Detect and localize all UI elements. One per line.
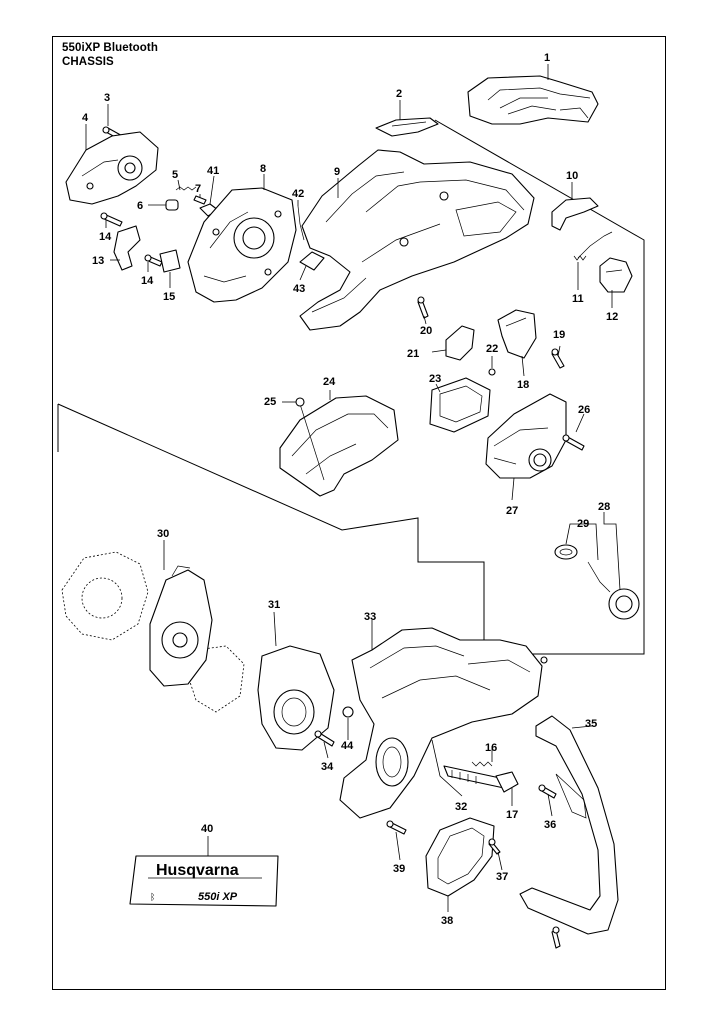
callout-9: 9 bbox=[334, 166, 340, 178]
callout-1: 1 bbox=[544, 52, 550, 64]
callout-20: 20 bbox=[420, 325, 432, 337]
part-11-spring-wire bbox=[573, 231, 613, 261]
decal-model: 550i XP bbox=[198, 891, 238, 903]
part-8-crankcase bbox=[187, 187, 297, 303]
callout-33: 33 bbox=[364, 611, 376, 623]
part-35-handlebar bbox=[519, 715, 619, 935]
part-40-decal: Husqvarna 550i XP ᛒ bbox=[129, 855, 279, 907]
part-33-lower-housing bbox=[339, 627, 548, 819]
callout-28: 28 bbox=[598, 501, 610, 513]
part-38-grille bbox=[425, 817, 495, 897]
callout-41: 41 bbox=[207, 165, 219, 177]
callout-35: 35 bbox=[585, 718, 597, 730]
group-separator-lines bbox=[57, 119, 645, 655]
part-27-filter-housing bbox=[485, 393, 567, 479]
part-5-spring bbox=[175, 186, 197, 191]
callout-43: 43 bbox=[293, 283, 305, 295]
callout-12: 12 bbox=[606, 311, 618, 323]
callout-31: 31 bbox=[268, 599, 280, 611]
callout-36: 36 bbox=[544, 819, 556, 831]
part-42-hook bbox=[297, 205, 305, 241]
part-13-bracket-plate bbox=[113, 225, 141, 271]
part-2-bracket bbox=[375, 117, 439, 137]
part-44-washer bbox=[342, 706, 354, 718]
callout-18: 18 bbox=[517, 379, 529, 391]
callout-21: 21 bbox=[407, 348, 419, 360]
part-10-lever bbox=[551, 197, 599, 231]
bluetooth-icon: ᛒ bbox=[150, 892, 155, 903]
callout-8: 8 bbox=[260, 163, 266, 175]
part-20-screw bbox=[417, 296, 429, 319]
callout-23: 23 bbox=[429, 373, 441, 385]
callout-37: 37 bbox=[496, 871, 508, 883]
part-25-screw bbox=[295, 397, 325, 481]
callout-15: 15 bbox=[163, 291, 175, 303]
part-16-spring bbox=[471, 761, 493, 767]
part-6-bushing bbox=[165, 199, 179, 211]
part-39-screw bbox=[386, 820, 407, 835]
callout-3: 3 bbox=[104, 92, 110, 104]
part-4-side-plate bbox=[65, 131, 159, 205]
callout-numbers: 1 2 3 4 5 6 7 8 9 10 11 12 13 14 14 15 1… bbox=[82, 52, 618, 927]
callout-14b: 14 bbox=[141, 275, 154, 287]
callout-26: 26 bbox=[578, 404, 590, 416]
callout-6: 6 bbox=[137, 200, 143, 212]
section-title: CHASSIS bbox=[62, 56, 114, 68]
part-34-screw bbox=[314, 730, 335, 747]
part-9-main-housing bbox=[299, 149, 535, 331]
part-43-clip bbox=[299, 251, 325, 271]
part-7-pin bbox=[193, 195, 207, 205]
callout-25: 25 bbox=[264, 396, 276, 408]
callout-24: 24 bbox=[323, 376, 336, 388]
part-14-screws bbox=[100, 212, 163, 267]
part-21-plate bbox=[445, 325, 475, 361]
callout-42: 42 bbox=[292, 188, 304, 200]
part-12-throttle-block bbox=[599, 257, 633, 293]
part-19-screw bbox=[551, 348, 565, 369]
callout-40: 40 bbox=[201, 823, 213, 835]
part-28-fuel-cap bbox=[587, 561, 640, 620]
callout-44: 44 bbox=[341, 740, 354, 752]
part-18-cover bbox=[497, 309, 537, 359]
callout-39: 39 bbox=[393, 863, 405, 875]
part-17-knob bbox=[495, 771, 519, 793]
callout-22: 22 bbox=[486, 343, 498, 355]
callout-30: 30 bbox=[157, 528, 169, 540]
diagram-frame bbox=[52, 36, 666, 990]
callout-29: 29 bbox=[577, 518, 589, 530]
part-1-top-cover bbox=[467, 75, 599, 125]
part-29-o-ring bbox=[554, 544, 578, 560]
callout-16: 16 bbox=[485, 742, 497, 754]
part-30-starter-housing bbox=[149, 565, 213, 687]
part-36-screw bbox=[538, 784, 557, 799]
callout-4: 4 bbox=[82, 112, 89, 124]
part-32-slide bbox=[443, 765, 505, 789]
callout-14a: 14 bbox=[99, 231, 112, 243]
part-26-screw bbox=[562, 434, 585, 451]
callout-5: 5 bbox=[172, 169, 178, 181]
callout-34: 34 bbox=[321, 761, 334, 773]
callout-17: 17 bbox=[506, 809, 518, 821]
callout-19: 19 bbox=[553, 329, 565, 341]
part-23-gasket bbox=[429, 377, 491, 433]
decal-brand: Husqvarna bbox=[156, 862, 239, 879]
callout-27: 27 bbox=[506, 505, 518, 517]
part-31-fan-cover bbox=[257, 645, 335, 751]
callout-7: 7 bbox=[195, 183, 201, 195]
part-24-cylinder-cover bbox=[279, 395, 399, 497]
model-title: 550iXP Bluetooth bbox=[62, 42, 158, 54]
callout-38: 38 bbox=[441, 915, 453, 927]
part-15-block bbox=[159, 249, 181, 273]
handlebar-bottom-screw bbox=[551, 926, 561, 949]
callout-32: 32 bbox=[455, 801, 467, 813]
callout-2: 2 bbox=[396, 88, 402, 100]
callout-11: 11 bbox=[572, 293, 584, 305]
leader-lines bbox=[85, 64, 621, 912]
callout-13: 13 bbox=[92, 255, 104, 267]
part-37-screw bbox=[488, 838, 501, 855]
part-22-screw bbox=[488, 368, 496, 376]
callout-10: 10 bbox=[566, 170, 578, 182]
